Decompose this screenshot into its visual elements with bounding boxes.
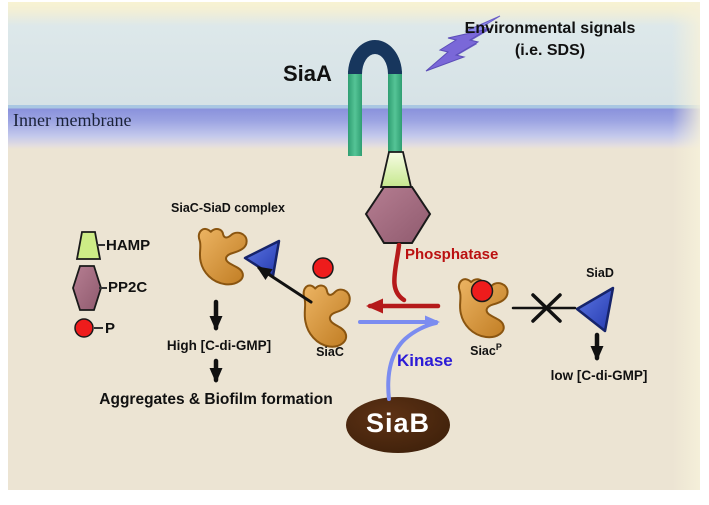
sds-label: (i.e. SDS) [514, 42, 586, 59]
legend-p-label: P [105, 320, 116, 337]
legend-pp2c-label: PP2C [108, 279, 148, 296]
edge-glow [672, 2, 700, 490]
complex-label: SiaC-SiaD complex [171, 201, 285, 215]
environmental-signals-label: Environmental signals [464, 20, 636, 37]
outcome-label: Aggregates & Biofilm formation [99, 391, 333, 408]
siacp-label: SiacP [458, 342, 514, 359]
siab-label: SiaB [365, 408, 431, 438]
low-cdigmp-label: low [C-di-GMP] [550, 368, 648, 383]
inner-membrane-label: Inner membrane [13, 110, 132, 130]
siac-label: SiaC [316, 345, 344, 359]
siad-label: SiaD [586, 266, 614, 280]
phosphatase-label: Phosphatase [405, 246, 499, 263]
high-cdigmp-label: High [C-di-GMP] [166, 338, 272, 353]
legend-hamp-label: HAMP [106, 237, 151, 254]
kinase-label: Kinase [397, 351, 453, 370]
siaa-label: SiaA [283, 61, 332, 86]
siacp-label-sup: P [495, 342, 502, 352]
siacp-label-base: Siac [470, 344, 496, 359]
